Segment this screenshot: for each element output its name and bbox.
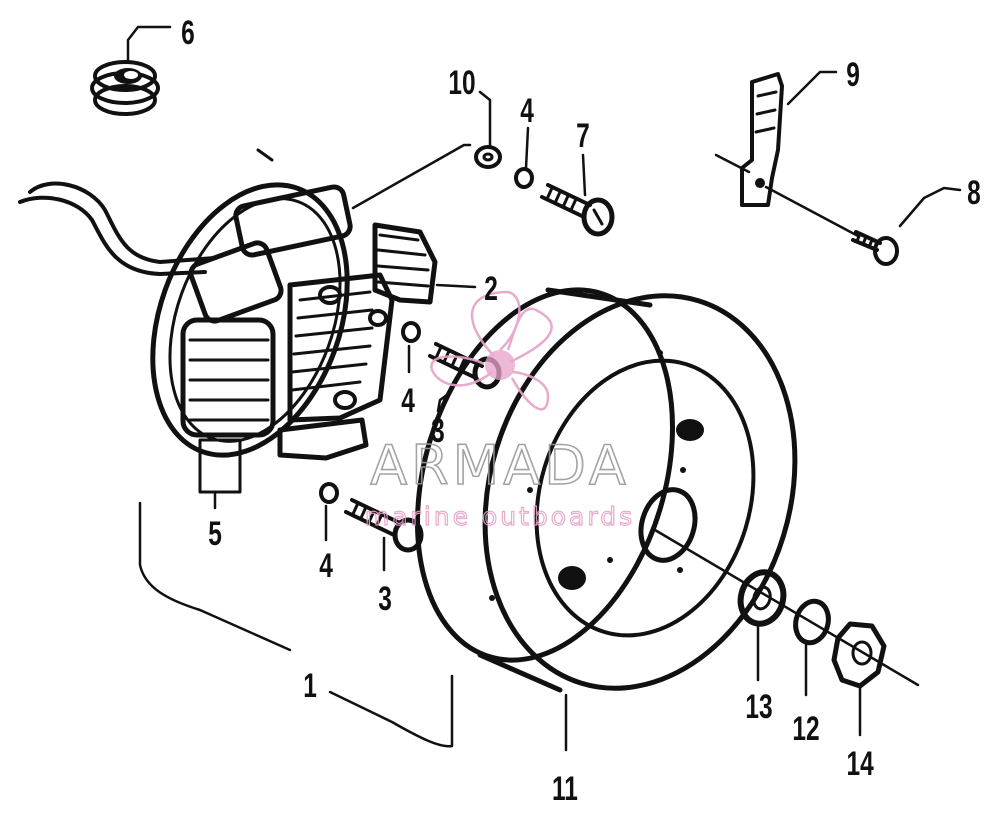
callout-13: 13 (745, 688, 772, 726)
part-14-nut (831, 621, 887, 689)
lower-fastener-group (319, 482, 424, 553)
watermark-subtitle: marine outboards (365, 502, 635, 531)
callout-4-upper: 4 (520, 92, 534, 130)
diagram-artwork (18, 25, 962, 752)
callout-3-middle: 3 (431, 412, 445, 450)
callout-10: 10 (448, 64, 475, 102)
part-1-stator-assembly (18, 148, 438, 494)
callout-11: 11 (552, 770, 578, 808)
part-5-tag (198, 438, 242, 494)
callout-6: 6 (181, 14, 195, 52)
part-4-lockwasher-upper (514, 167, 534, 189)
upper-fastener-group (474, 145, 615, 237)
part-7-screw (540, 183, 615, 237)
callout-3-lower: 3 (378, 580, 392, 618)
callout-2: 2 (484, 270, 498, 308)
part-12-lockwasher (793, 598, 831, 646)
armada-watermark: ARMADA marine outboards (364, 290, 635, 532)
part-11-flywheel (415, 287, 798, 693)
callout-labels: 6 10 4 7 9 8 2 4 3 5 4 3 1 11 13 12 14 (181, 14, 981, 808)
propeller-icon (430, 290, 553, 411)
part-9-bracket (740, 72, 784, 207)
callout-5: 5 (208, 515, 222, 553)
callout-4-lower: 4 (319, 547, 333, 585)
flywheel-fastener-group (737, 569, 887, 689)
callout-12: 12 (792, 710, 819, 748)
watermark-title: ARMADA (370, 434, 630, 497)
callout-8: 8 (967, 174, 981, 212)
part-6-grommet (90, 60, 160, 116)
part-10-washer (474, 145, 502, 169)
part-8-screw (851, 230, 899, 266)
callout-9: 9 (846, 56, 860, 94)
part-13-washer (737, 569, 787, 627)
callout-1: 1 (303, 667, 317, 705)
leader-lines (126, 25, 962, 752)
callout-7: 7 (576, 117, 590, 155)
callout-4-middle: 4 (401, 382, 415, 420)
callout-14: 14 (846, 745, 874, 783)
